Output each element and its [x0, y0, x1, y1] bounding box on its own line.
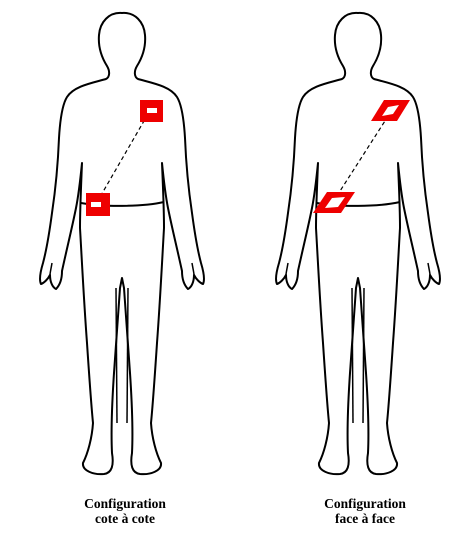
electrode-lower-left — [86, 193, 110, 216]
right-figure — [276, 13, 440, 474]
caption-left: Configuration cote à cote — [40, 496, 210, 526]
caption-right-line2: face à face — [280, 511, 450, 526]
body-outline-right — [276, 13, 440, 474]
wrist-detail-right-l — [286, 263, 288, 275]
inner-leg-right-b — [363, 288, 364, 423]
caption-left-line1: Configuration — [40, 496, 210, 511]
caption-right: Configuration face à face — [280, 496, 450, 526]
inner-leg-left-b — [127, 288, 128, 423]
caption-left-line2: cote à cote — [40, 511, 210, 526]
connection-line-left — [100, 114, 148, 197]
inner-leg-right-a — [352, 288, 353, 423]
body-outline-left — [40, 13, 204, 474]
wrist-detail-left-l — [50, 263, 52, 275]
caption-right-line1: Configuration — [280, 496, 450, 511]
inner-leg-left-a — [116, 288, 117, 423]
left-figure — [40, 13, 204, 474]
wrist-detail-left-r — [192, 263, 194, 275]
electrode-upper-right — [371, 100, 410, 121]
electrode-upper-left — [140, 100, 163, 122]
wrist-detail-right-r — [428, 263, 430, 275]
connection-line-right — [333, 110, 392, 202]
